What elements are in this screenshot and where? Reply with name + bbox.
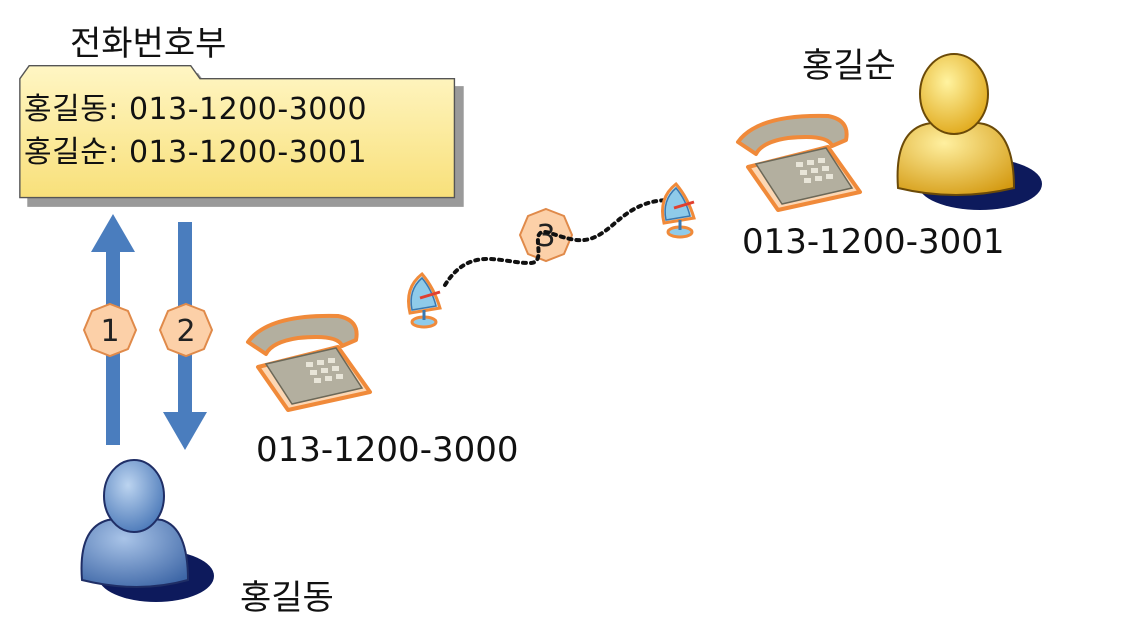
- step-number: 2: [176, 314, 195, 349]
- person-yellow-icon: [896, 53, 1042, 210]
- telephone-icon: [736, 113, 862, 212]
- phonebook-entry: 홍길동: 013-1200-3000: [24, 92, 368, 127]
- satellite-dish-icon: [661, 181, 696, 239]
- satellite-dish-icon: [407, 271, 442, 329]
- step-badge-1: 1: [82, 302, 138, 358]
- caller-name: 홍길동: [240, 578, 334, 618]
- telephone-icon: [246, 313, 372, 412]
- callee-name: 홍길순: [802, 46, 896, 86]
- caller-phone-number: 013-1200-3000: [256, 430, 519, 470]
- step-badge-2: 2: [158, 302, 214, 358]
- step-number: 1: [100, 314, 119, 349]
- callee-phone-number: 013-1200-3001: [742, 222, 1005, 262]
- wireless-link-line: [443, 198, 672, 287]
- person-blue-icon: [80, 459, 214, 602]
- step-badge-3: 3: [518, 207, 574, 263]
- phonebook-entry: 홍길순: 013-1200-3001: [24, 135, 368, 170]
- phonebook-note: [19, 65, 464, 207]
- phonebook-title: 전화번호부: [70, 24, 227, 64]
- step-number: 3: [536, 219, 555, 254]
